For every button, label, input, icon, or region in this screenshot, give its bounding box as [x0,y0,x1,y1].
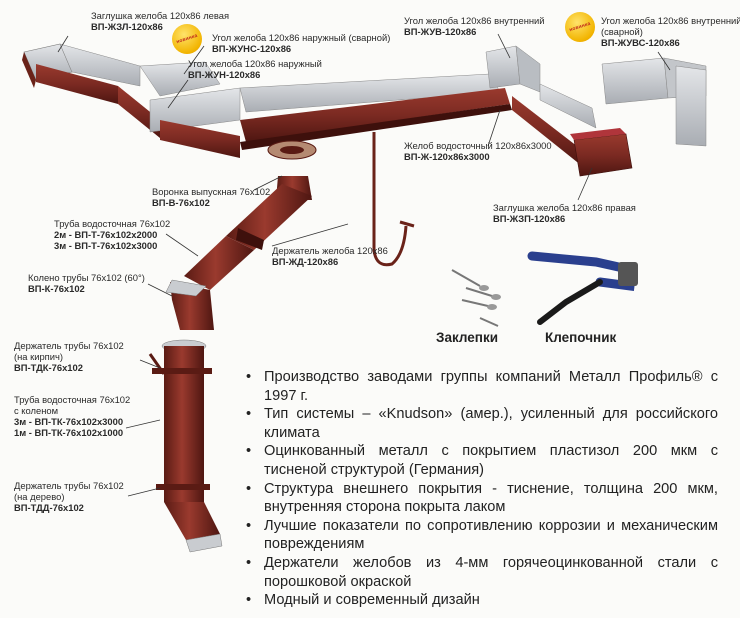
downpipe-elbow [165,279,214,330]
label-code: ВП-ТДД-76х102 [14,502,84,513]
gutter-cap-right [570,128,633,177]
feature-item: Лучшие показатели по сопротивлению корро… [242,517,718,554]
feature-item: Оцинкованный металл с покрытием пластизо… [242,442,718,479]
pipe-holder-brick [148,353,212,375]
label-code: ВП-ЖУН-120х86 [188,69,261,80]
label-pipe: Труба водосточная 76х102 2м - ВП-Т-76х10… [54,218,170,251]
label-code: ВП-ЖУВС-120х86 [601,37,680,48]
label-pipe-holder-brick: Держатель трубы 76х102 (на кирпич) ВП-ТД… [14,340,124,373]
feature-list: Производство заводами группы компаний Ме… [242,368,718,610]
label-outer-corner: Угол желоба 120х86 наружный ВП-ЖУН-120х8… [188,58,322,80]
label-outer-corner-welded: Угол желоба 120х86 наружный (сварной) ВП… [212,32,390,54]
label-name: Угол желоба 120х86 наружный [188,58,322,69]
label-code: ВП-ЖУНС-120х86 [212,43,292,54]
rivets [451,269,501,327]
label-name: с коленом [14,405,59,416]
label-name: Угол желоба 120х86 внутренний [601,15,740,26]
label-gutter: Желоб водосточный 120х86х3000 ВП-Ж-120х8… [404,140,552,162]
label-inner-corner-welded: Угол желоба 120х86 внутренний (сварной) … [601,15,740,48]
label-code: 3м - ВП-Т-76х102х3000 [54,240,158,251]
label-pipe-holder-wood: Держатель трубы 76х102 (на дерево) ВП-ТД… [14,480,124,513]
leader-lines [57,33,671,497]
gutter-run-left [36,43,141,104]
label-code: ВП-ЖЗЛ-120х86 [91,21,163,32]
downpipe-upper [184,184,312,290]
label-pipe-with-elbow: Труба водосточная 76х102 с коленом 3м - … [14,394,130,438]
label-name: (сварной) [601,26,643,37]
label-code: ВП-ЖУВ-120х86 [404,26,477,37]
label-name: Заглушка желоба 120х86 правая [493,202,636,213]
label-code: ВП-Ж-120х86х3000 [404,151,490,162]
label-outlet: Воронка выпускная 76х102 ВП-В-76х102 [152,186,270,208]
label-cap-left: Заглушка желоба 120х86 левая ВП-ЖЗЛ-120х… [91,10,229,32]
gutter-outer-corner-welded [118,61,221,138]
feature-item: Структура внешнего покрытия - тиснение, … [242,480,718,517]
feature-item: Производство заводами группы компаний Ме… [242,368,718,405]
label-code: ВП-В-76х102 [152,197,210,208]
label-name: Угол желоба 120х86 наружный (сварной) [212,32,391,43]
label-name: Труба водосточная 76х102 [54,218,171,229]
label-name: Колено трубы 76х102 (60°) [28,272,145,283]
riveter-caption: Клепочник [545,330,617,345]
label-code: 2м - ВП-Т-76х102х2000 [54,229,158,240]
new-badge-outer-corner: новинка [172,24,202,54]
new-badge-text: новинка [568,20,592,34]
label-code: ВП-К-76х102 [28,283,85,294]
label-name: Воронка выпускная 76х102 [152,186,271,197]
label-name: (на кирпич) [14,351,63,362]
gutter-run-main [239,73,512,150]
label-name: Угол желоба 120х86 внутренний [404,15,545,26]
label-name: Желоб водосточный 120х86х3000 [404,140,552,151]
label-code: 3м - ВП-ТК-76х102х3000 [14,416,124,427]
label-name: Держатель трубы 76х102 [14,340,124,351]
gutter-inner-corner [485,45,541,93]
gutter-outer-corner [149,87,241,158]
feature-item: Модный и современный дизайн [242,591,718,610]
riveter-tool [527,251,638,325]
label-code: 1м - ВП-ТК-76х102х1000 [14,427,124,438]
label-name: (на дерево) [14,491,65,502]
new-badge-inner-corner: новинка [565,12,595,42]
gutter-holder [372,132,415,267]
label-name: Труба водосточная 76х102 [14,394,131,405]
feature-item: Держатели желобов из 4-мм горячеоцинкова… [242,554,718,591]
label-code: ВП-ТДК-76х102 [14,362,83,373]
gutter-run-right [512,83,597,166]
gutter-inner-corner-welded [601,57,707,147]
label-elbow: Колено трубы 76х102 (60°) ВП-К-76х102 [28,272,145,294]
label-code: ВП-ЖЗП-120х86 [493,213,566,224]
new-badge-text: новинка [175,32,199,46]
label-code: ВП-ЖД-120х86 [272,256,339,267]
label-name: Держатель трубы 76х102 [14,480,124,491]
rivets-caption: Заклепки [436,330,499,345]
pipe-holder-wood [156,484,210,490]
feature-item: Тип системы – «Knudson» (амер.), усиленн… [242,405,718,442]
label-name: Держатель желоба 120х86 [272,245,388,256]
label-inner-corner: Угол желоба 120х86 внутренний ВП-ЖУВ-120… [404,15,545,37]
label-name: Заглушка желоба 120х86 левая [91,10,230,21]
label-gutter-holder: Держатель желоба 120х86 ВП-ЖД-120х86 [272,245,388,267]
label-cap-right: Заглушка желоба 120х86 правая ВП-ЖЗП-120… [493,202,636,224]
